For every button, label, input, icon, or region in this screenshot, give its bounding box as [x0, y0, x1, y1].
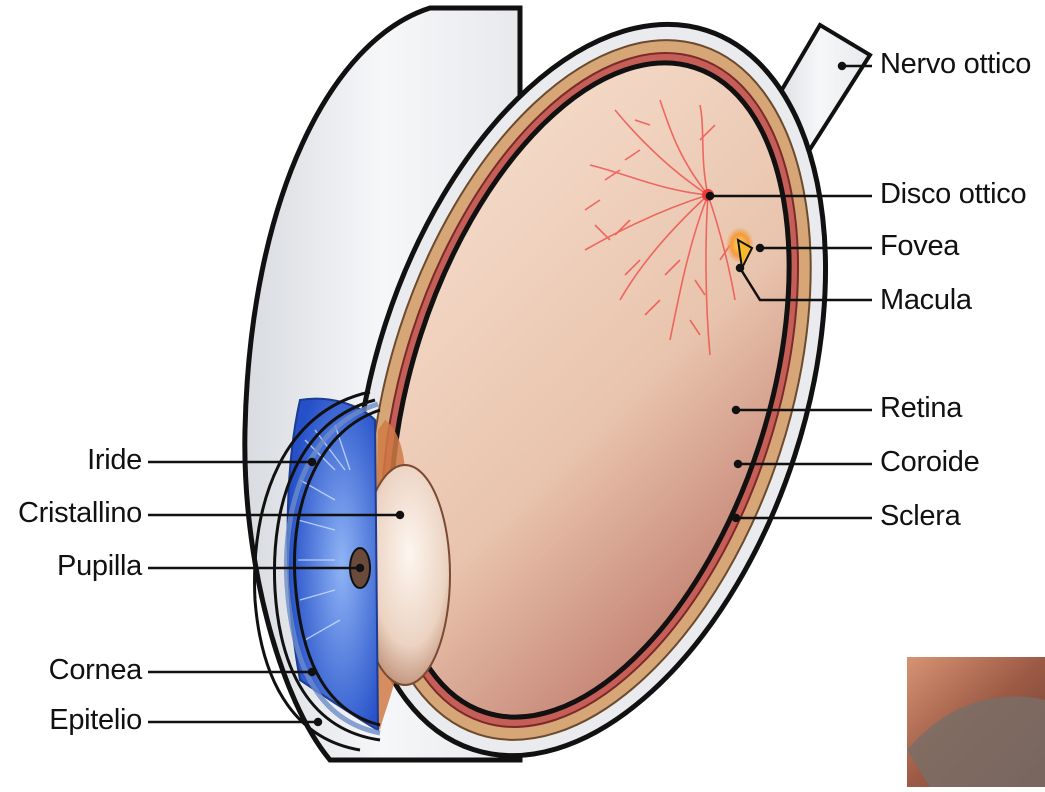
eye-photo-thumbnail	[907, 657, 1045, 787]
label-fovea: Fovea	[880, 232, 959, 261]
label-cristallino: Cristallino	[18, 499, 142, 528]
label-epitelio: Epitelio	[49, 706, 142, 735]
label-macula: Macula	[880, 286, 972, 315]
label-retina: Retina	[880, 394, 962, 423]
label-iride: Iride	[87, 446, 142, 475]
label-pupilla: Pupilla	[57, 552, 142, 581]
label-cornea: Cornea	[49, 656, 142, 685]
label-sclera: Sclera	[880, 502, 960, 531]
label-coroide: Coroide	[880, 448, 979, 477]
label-disco-ottico: Disco ottico	[880, 180, 1026, 209]
label-nervo-ottico: Nervo ottico	[880, 50, 1031, 79]
